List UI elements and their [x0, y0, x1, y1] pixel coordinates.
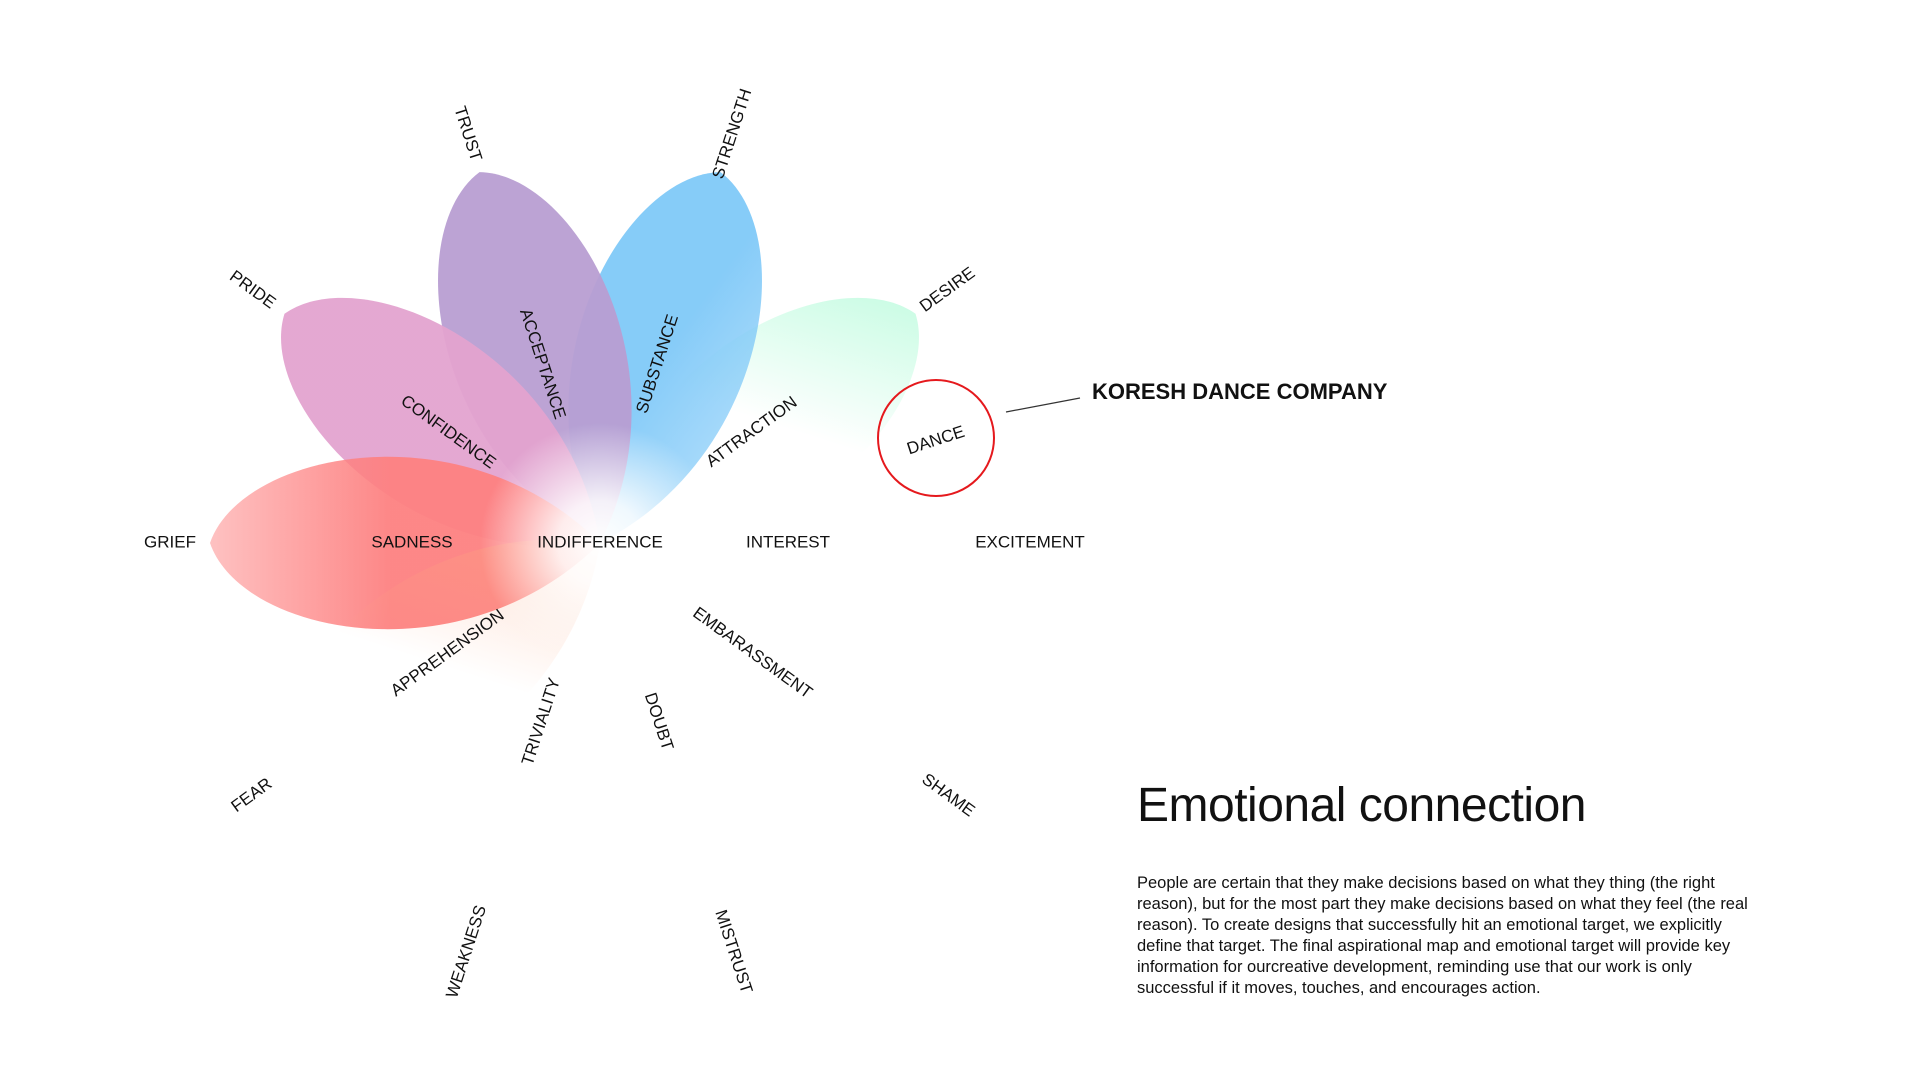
outer-label-mistrust: MISTRUST [711, 907, 756, 996]
outer-label-pride: PRIDE [226, 266, 279, 312]
center-glow [480, 423, 720, 663]
info-panel: Emotional connection People are certain … [1137, 779, 1777, 999]
outer-label-strength: STRENGTH [708, 86, 755, 181]
outer-label-shame: SHAME [918, 769, 978, 820]
info-title: Emotional connection [1137, 779, 1586, 832]
highlight-circle [877, 379, 995, 497]
highlight-group: DANCE KORESH DANCE COMPANY [877, 379, 1388, 497]
highlight-label: DANCE [904, 422, 966, 458]
outer-label-weakness: WEAKNESS [442, 903, 490, 1001]
center-label: INDIFFERENCE [537, 532, 663, 551]
inner-label-sadness: SADNESS [371, 532, 452, 551]
outer-label-grief: GRIEF [144, 532, 196, 551]
info-body: People are certain that they make decisi… [1137, 873, 1748, 997]
company-label: KORESH DANCE COMPANY [1092, 379, 1388, 404]
outer-label-trust: TRUST [450, 104, 486, 164]
company-pointer-line [1005, 397, 1081, 413]
outer-label-desire: DESIRE [916, 263, 978, 316]
outer-label-excitement: EXCITEMENT [975, 532, 1085, 551]
inner-label-interest: INTEREST [746, 532, 830, 551]
outer-label-fear: FEAR [228, 774, 276, 816]
